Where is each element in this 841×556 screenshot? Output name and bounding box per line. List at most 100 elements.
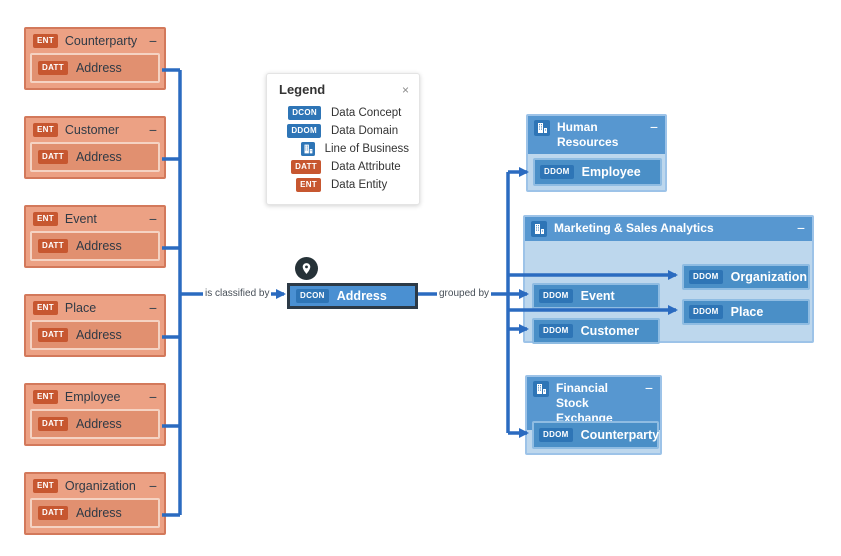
ddom-badge: DDOM — [689, 305, 723, 319]
lob-title: Human Resources — [557, 120, 619, 149]
lob-header: Marketing & Sales Analytics − — [525, 217, 812, 241]
ent-badge: ENT — [33, 300, 58, 315]
lob-header: Human Resources − — [528, 116, 665, 154]
entity-title: Event — [64, 211, 97, 226]
attribute-address[interactable]: DATT Address — [30, 231, 160, 261]
entity-header: ENT Event − — [26, 207, 164, 230]
datt-badge: DATT — [38, 506, 68, 520]
concept-title: Address — [336, 289, 387, 303]
domain-title: Employee — [581, 165, 641, 179]
attribute-address[interactable]: DATT Address — [30, 142, 160, 172]
collapse-icon[interactable]: − — [644, 380, 653, 396]
line-of-business-icon — [534, 120, 550, 136]
domain-title: Place — [730, 305, 764, 319]
datt-badge: DATT — [38, 417, 68, 431]
ent-badge: ENT — [33, 211, 58, 226]
line-of-business-icon — [300, 142, 315, 156]
relation-label-grouped-by: grouped by — [437, 288, 492, 299]
ent-badge: ENT — [33, 33, 58, 48]
entity-counterparty[interactable]: ENT Counterparty − DATT Address — [24, 27, 166, 90]
collapse-icon[interactable]: − — [148, 299, 157, 316]
domain-employee[interactable]: DDOM Employee — [533, 158, 662, 186]
domain-event[interactable]: DDOM Event — [532, 283, 660, 309]
legend-title: Legend — [279, 82, 326, 97]
domain-counterparty[interactable]: DDOM Counterparty — [532, 421, 659, 449]
entity-header: ENT Organization − — [26, 474, 164, 497]
legend-item-data-entity: ENT Data Entity — [279, 176, 409, 194]
datt-badge: DATT — [38, 61, 68, 75]
datt-badge: DATT — [38, 239, 68, 253]
entity-title: Organization — [64, 478, 136, 493]
line-of-business-icon — [531, 221, 547, 237]
ent-badge: ENT — [33, 478, 58, 493]
lob-human-resources[interactable]: Human Resources − DDOM Employee — [526, 114, 667, 192]
attribute-title: Address — [75, 506, 122, 520]
legend-item-line-of-business: Line of Business — [279, 140, 409, 158]
ddom-badge: DDOM — [539, 428, 573, 442]
attribute-address[interactable]: DATT Address — [30, 498, 160, 528]
ent-badge: ENT — [296, 178, 321, 192]
entity-title: Employee — [64, 389, 121, 404]
close-icon[interactable]: × — [401, 82, 409, 97]
domain-title: Counterparty — [580, 428, 660, 442]
datt-badge: DATT — [38, 150, 68, 164]
dcon-badge: DCON — [288, 106, 321, 120]
entity-title: Counterparty — [64, 33, 138, 48]
legend-panel: Legend × DCON Data Concept DDOM Data Dom… — [266, 73, 420, 205]
ddom-badge: DDOM — [539, 324, 573, 338]
collapse-icon[interactable]: − — [148, 388, 157, 405]
entity-organization[interactable]: ENT Organization − DATT Address — [24, 472, 166, 535]
concept-address-node[interactable]: DCON Address — [287, 283, 418, 309]
entity-event[interactable]: ENT Event − DATT Address — [24, 205, 166, 268]
ddom-badge: DDOM — [540, 165, 574, 179]
lob-marketing-sales-analytics[interactable]: Marketing & Sales Analytics − DDOM Event… — [523, 215, 814, 344]
lob-header: Financial Stock Exchange − — [527, 377, 660, 430]
collapse-icon[interactable]: − — [649, 119, 658, 135]
ent-badge: ENT — [33, 122, 58, 137]
entity-header: ENT Counterparty − — [26, 29, 164, 52]
lob-title: Financial Stock Exchange — [556, 381, 613, 425]
datt-badge: DATT — [291, 160, 321, 174]
legend-item-data-attribute: DATT Data Attribute — [279, 158, 409, 176]
attribute-title: Address — [75, 150, 122, 164]
entity-title: Customer — [64, 122, 120, 137]
attribute-title: Address — [75, 328, 122, 342]
domain-title: Event — [580, 289, 615, 303]
domain-title: Customer — [580, 324, 639, 338]
location-pin-icon — [295, 257, 318, 280]
ddom-badge: DDOM — [287, 124, 321, 138]
attribute-title: Address — [75, 239, 122, 253]
entity-customer[interactable]: ENT Customer − DATT Address — [24, 116, 166, 179]
collapse-icon[interactable]: − — [148, 477, 157, 494]
domain-customer[interactable]: DDOM Customer — [532, 318, 660, 344]
ent-badge: ENT — [33, 389, 58, 404]
dcon-badge: DCON — [296, 289, 329, 303]
attribute-address[interactable]: DATT Address — [30, 409, 160, 439]
entity-header: ENT Customer − — [26, 118, 164, 141]
domain-place[interactable]: DDOM Place — [682, 299, 810, 325]
attribute-title: Address — [75, 417, 122, 431]
entity-title: Place — [64, 300, 97, 315]
attribute-title: Address — [75, 61, 122, 75]
entity-header: ENT Place − — [26, 296, 164, 319]
entity-employee[interactable]: ENT Employee − DATT Address — [24, 383, 166, 446]
entity-place[interactable]: ENT Place − DATT Address — [24, 294, 166, 357]
relation-label-is-classified-by: is classified by — [203, 288, 272, 299]
collapse-icon[interactable]: − — [148, 32, 157, 49]
collapse-icon[interactable]: − — [148, 121, 157, 138]
domain-title: Organization — [730, 270, 808, 284]
lob-financial-stock-exchange[interactable]: Financial Stock Exchange − DDOM Counterp… — [525, 375, 662, 455]
domain-organization[interactable]: DDOM Organization — [682, 264, 810, 290]
attribute-address[interactable]: DATT Address — [30, 320, 160, 350]
datt-badge: DATT — [38, 328, 68, 342]
ddom-badge: DDOM — [539, 289, 573, 303]
collapse-icon[interactable]: − — [796, 220, 805, 236]
legend-item-data-domain: DDOM Data Domain — [279, 122, 409, 140]
legend-item-data-concept: DCON Data Concept — [279, 104, 409, 122]
attribute-address[interactable]: DATT Address — [30, 53, 160, 83]
entity-header: ENT Employee − — [26, 385, 164, 408]
line-of-business-icon — [533, 381, 549, 397]
lob-title: Marketing & Sales Analytics — [554, 221, 714, 235]
collapse-icon[interactable]: − — [148, 210, 157, 227]
